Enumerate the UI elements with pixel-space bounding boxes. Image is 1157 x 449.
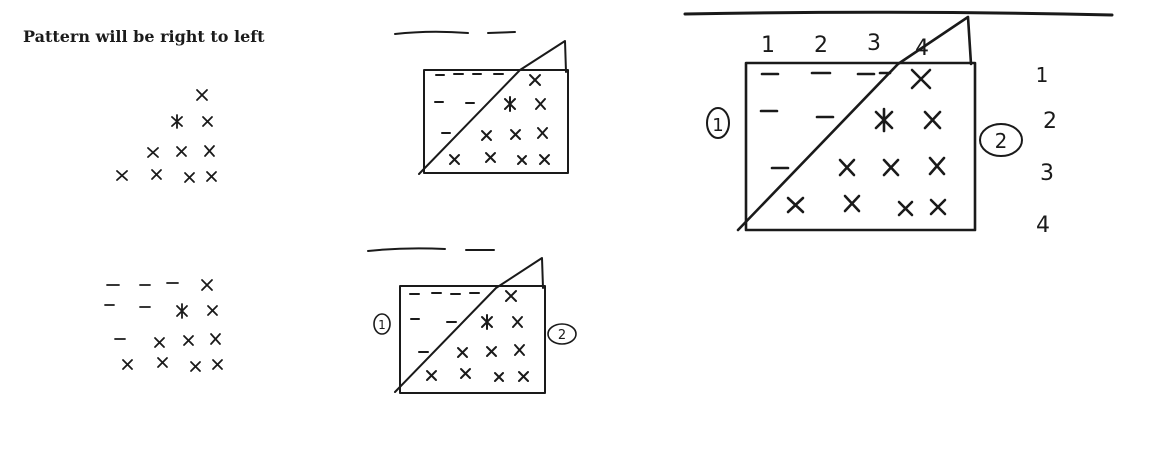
column-number: 1 <box>761 33 775 58</box>
row-number: 2 <box>1043 109 1057 134</box>
row-number: 3 <box>1040 161 1054 186</box>
region-two-circle <box>547 323 577 345</box>
column-number: 3 <box>867 31 881 56</box>
annotated-grid-sketch <box>683 10 1114 232</box>
row-number: 4 <box>1036 213 1050 238</box>
column-number: 2 <box>814 33 828 58</box>
box-diagonal-sketch <box>394 30 569 175</box>
region-one-label-large: 1 <box>712 115 723 136</box>
region-one-circle-large <box>706 107 730 139</box>
box-regions-sketch <box>367 247 577 394</box>
triangle-pattern-sketch <box>116 89 217 183</box>
dash-x-pattern-sketch <box>104 279 223 372</box>
column-number-labels: 1 2 3 4 <box>761 31 929 61</box>
region-two-label-small: 2 <box>558 328 566 343</box>
region-one-circle <box>373 313 391 335</box>
region-two-label-large: 2 <box>995 129 1008 153</box>
region-one-label-small: 1 <box>378 318 386 332</box>
row-number: 1 <box>1036 63 1049 87</box>
region-two-circle-large <box>979 123 1023 157</box>
column-number: 4 <box>915 36 929 61</box>
row-number-labels: 1 2 3 4 <box>1036 63 1057 238</box>
page-title: Pattern will be right to left <box>23 27 265 46</box>
